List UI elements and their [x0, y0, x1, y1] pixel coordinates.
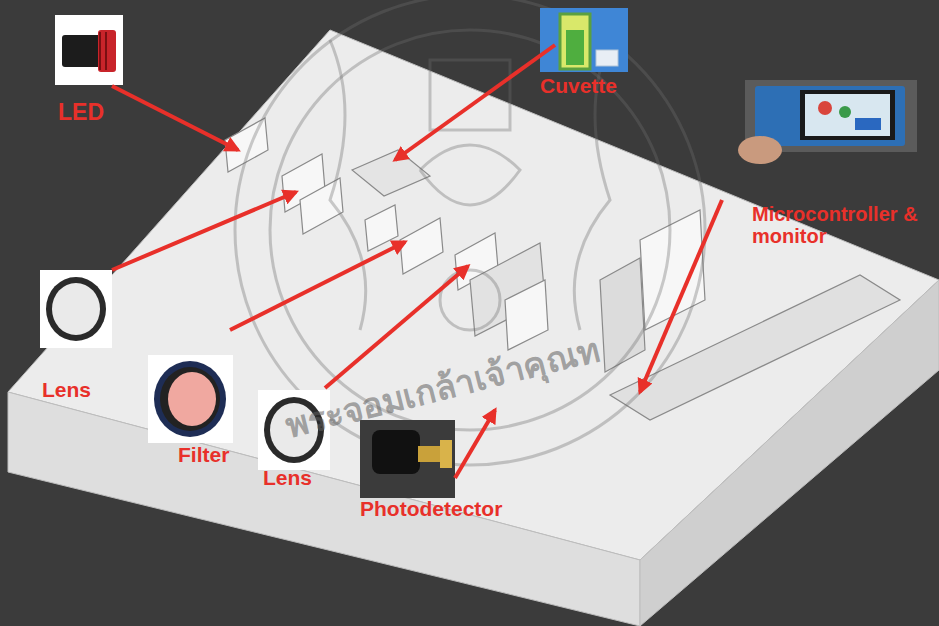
leader-arrows — [112, 45, 722, 478]
led-photo — [55, 15, 123, 85]
part-label: Photodetector — [360, 497, 530, 520]
part-label: Lens — [42, 378, 122, 401]
cuvette-photo — [540, 8, 628, 72]
lens-photo — [40, 270, 112, 348]
part-label: LED — [58, 100, 138, 125]
watermark-emblem — [235, 0, 705, 465]
part-label: Filter — [178, 443, 258, 466]
part-label: Lens — [263, 466, 343, 489]
part-label: Cuvette — [540, 74, 650, 97]
part-label: Microcontroller & monitor — [752, 203, 930, 247]
microcontroller-photo — [738, 80, 917, 164]
filter-photo — [148, 355, 233, 443]
